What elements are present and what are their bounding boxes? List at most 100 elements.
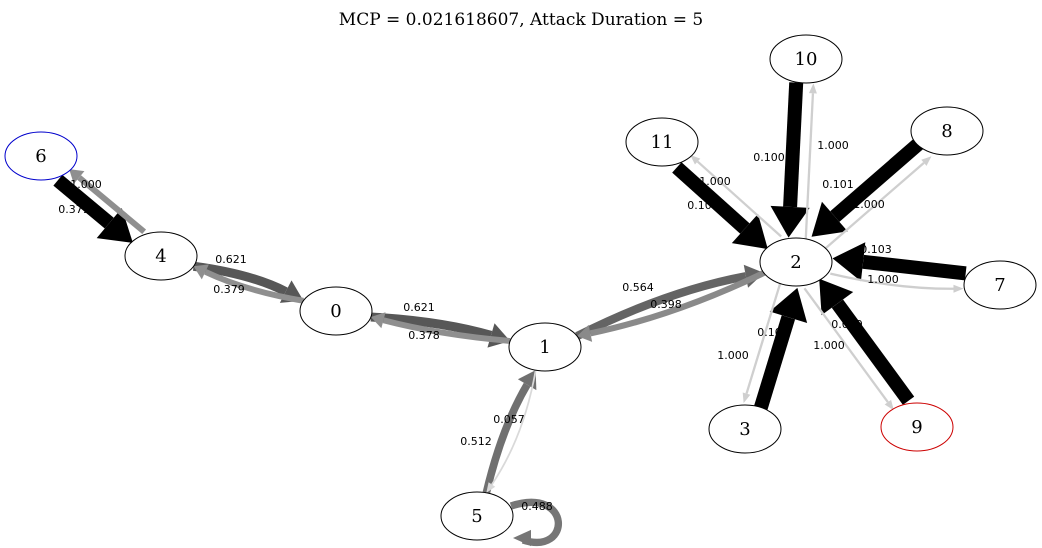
edge-arrowhead-8-2 — [811, 201, 848, 237]
node-ellipse-8 — [910, 106, 984, 156]
edge-10-2 — [783, 82, 804, 208]
node-2: 2 — [759, 237, 833, 287]
edge-label-2-1: 0.398 — [650, 298, 682, 311]
node-7: 7 — [963, 260, 1037, 310]
edge-2-9 — [803, 287, 889, 403]
edge-label-4-0: 0.621 — [215, 253, 247, 266]
edge-2-10 — [804, 93, 815, 239]
node-9: 9 — [880, 402, 954, 452]
edge-arrowhead-2-11 — [690, 154, 701, 165]
edge-5-1 — [482, 382, 531, 494]
edge-label-3-2: 1.000 — [717, 349, 749, 362]
node-ellipse-2 — [759, 237, 833, 287]
node-label-2: 2 — [790, 252, 801, 273]
edge-label-9-2: 1.000 — [813, 339, 845, 352]
edge-label-1-2: 0.564 — [622, 281, 654, 294]
edge-arrowhead-2-7 — [953, 284, 964, 293]
node-ellipse-9 — [880, 402, 954, 452]
node-label-10: 10 — [795, 49, 818, 70]
node-6: 6 — [4, 131, 78, 181]
edge-label-1-0: 0.378 — [408, 329, 440, 342]
edge-arrowhead-2-3 — [742, 392, 751, 404]
edge-arrowhead-10-2 — [770, 205, 810, 238]
edge-0-4 — [204, 269, 304, 304]
edge-2-11 — [696, 160, 782, 238]
node-1: 1 — [508, 322, 582, 372]
node-10: 10 — [769, 34, 843, 84]
graph-title: MCP = 0.021618607, Attack Duration = 5 — [339, 10, 703, 30]
edge-label-8-2: 1.000 — [853, 198, 885, 211]
edge-arrowhead-2-1 — [577, 324, 593, 342]
edge-1-2 — [575, 272, 747, 340]
edge-label-2-7: 0.103 — [860, 243, 892, 256]
edge-4-6 — [77, 175, 147, 235]
node-label-1: 1 — [539, 337, 550, 358]
edge-arrowhead-5-5 — [513, 529, 531, 547]
node-label-11: 11 — [651, 132, 674, 153]
node-label-9: 9 — [911, 417, 922, 438]
edge-arrowhead-7-2 — [832, 242, 866, 282]
edge-arrowhead-2-8 — [921, 156, 932, 166]
edge-11-2 — [672, 162, 750, 234]
edge-8-2 — [830, 138, 924, 222]
node-3: 3 — [708, 404, 782, 454]
edge-arrowhead-1-0 — [370, 312, 386, 329]
node-ellipse-11 — [625, 117, 699, 167]
edge-label-6-4: 1.000 — [70, 178, 102, 191]
node-label-4: 4 — [155, 246, 166, 267]
edge-2-8 — [823, 161, 925, 251]
edge-arrowhead-1-5 — [486, 482, 496, 493]
node-label-7: 7 — [994, 275, 1005, 296]
edge-1-5 — [491, 370, 537, 486]
edge-label-5-5: 0.488 — [521, 500, 553, 513]
edge-2-7 — [830, 272, 954, 290]
node-11: 11 — [625, 117, 699, 167]
edge-label-1-5: 0.057 — [493, 413, 525, 426]
edges-layer — [53, 82, 967, 547]
edge-arrowhead-11-2 — [731, 213, 768, 250]
node-ellipse-7 — [963, 260, 1037, 310]
node-ellipse-4 — [124, 231, 198, 281]
edge-1-0 — [382, 317, 511, 344]
edge-label-2-3: 0.100 — [757, 326, 789, 339]
node-label-5: 5 — [471, 506, 482, 527]
edge-label-10-2: 1.000 — [817, 139, 849, 152]
edge-label-4-6: 0.379 — [58, 203, 90, 216]
edge-arrowhead-0-4 — [193, 264, 209, 280]
node-4: 4 — [124, 231, 198, 281]
edge-9-2 — [831, 299, 915, 405]
edge-2-1 — [589, 270, 766, 337]
edge-labels-layer: 1.000 0.379 0.621 0.379 0.621 0.378 0.564 0.398… — [58, 139, 899, 513]
edge-label-11-2: 1.000 — [699, 175, 731, 188]
edge-arrowhead-4-6 — [69, 169, 85, 184]
edge-label-2-8: 0.101 — [822, 178, 854, 191]
edge-arrowhead-2-9 — [884, 399, 894, 411]
node-label-0: 0 — [330, 301, 341, 322]
edge-label-5-1: 0.512 — [460, 435, 492, 448]
node-ellipse-10 — [769, 34, 843, 84]
edge-label-2-9: 0.099 — [831, 318, 863, 331]
node-5: 5 — [440, 491, 514, 541]
node-ellipse-5 — [440, 491, 514, 541]
edge-arrowhead-9-2 — [819, 278, 854, 316]
edge-6-4 — [53, 174, 114, 229]
node-ellipse-6 — [4, 131, 78, 181]
node-8: 8 — [910, 106, 984, 156]
edge-7-2 — [862, 254, 967, 281]
edge-label-0-4: 0.379 — [213, 283, 245, 296]
node-ellipse-3 — [708, 404, 782, 454]
node-label-6: 6 — [35, 146, 46, 167]
edge-arrowhead-2-10 — [808, 83, 817, 94]
edge-label-0-1: 0.621 — [403, 301, 435, 314]
node-label-3: 3 — [739, 419, 750, 440]
edge-label-2-11: 0.100 — [687, 199, 719, 212]
node-label-8: 8 — [941, 121, 952, 142]
node-ellipse-0 — [299, 286, 373, 336]
edge-5-5 — [509, 498, 562, 546]
node-0: 0 — [299, 286, 373, 336]
edge-arrowhead-5-1 — [517, 370, 537, 391]
edge-2-3 — [745, 282, 782, 394]
edge-arrowhead-3-2 — [769, 287, 808, 324]
edge-3-2 — [754, 315, 796, 410]
